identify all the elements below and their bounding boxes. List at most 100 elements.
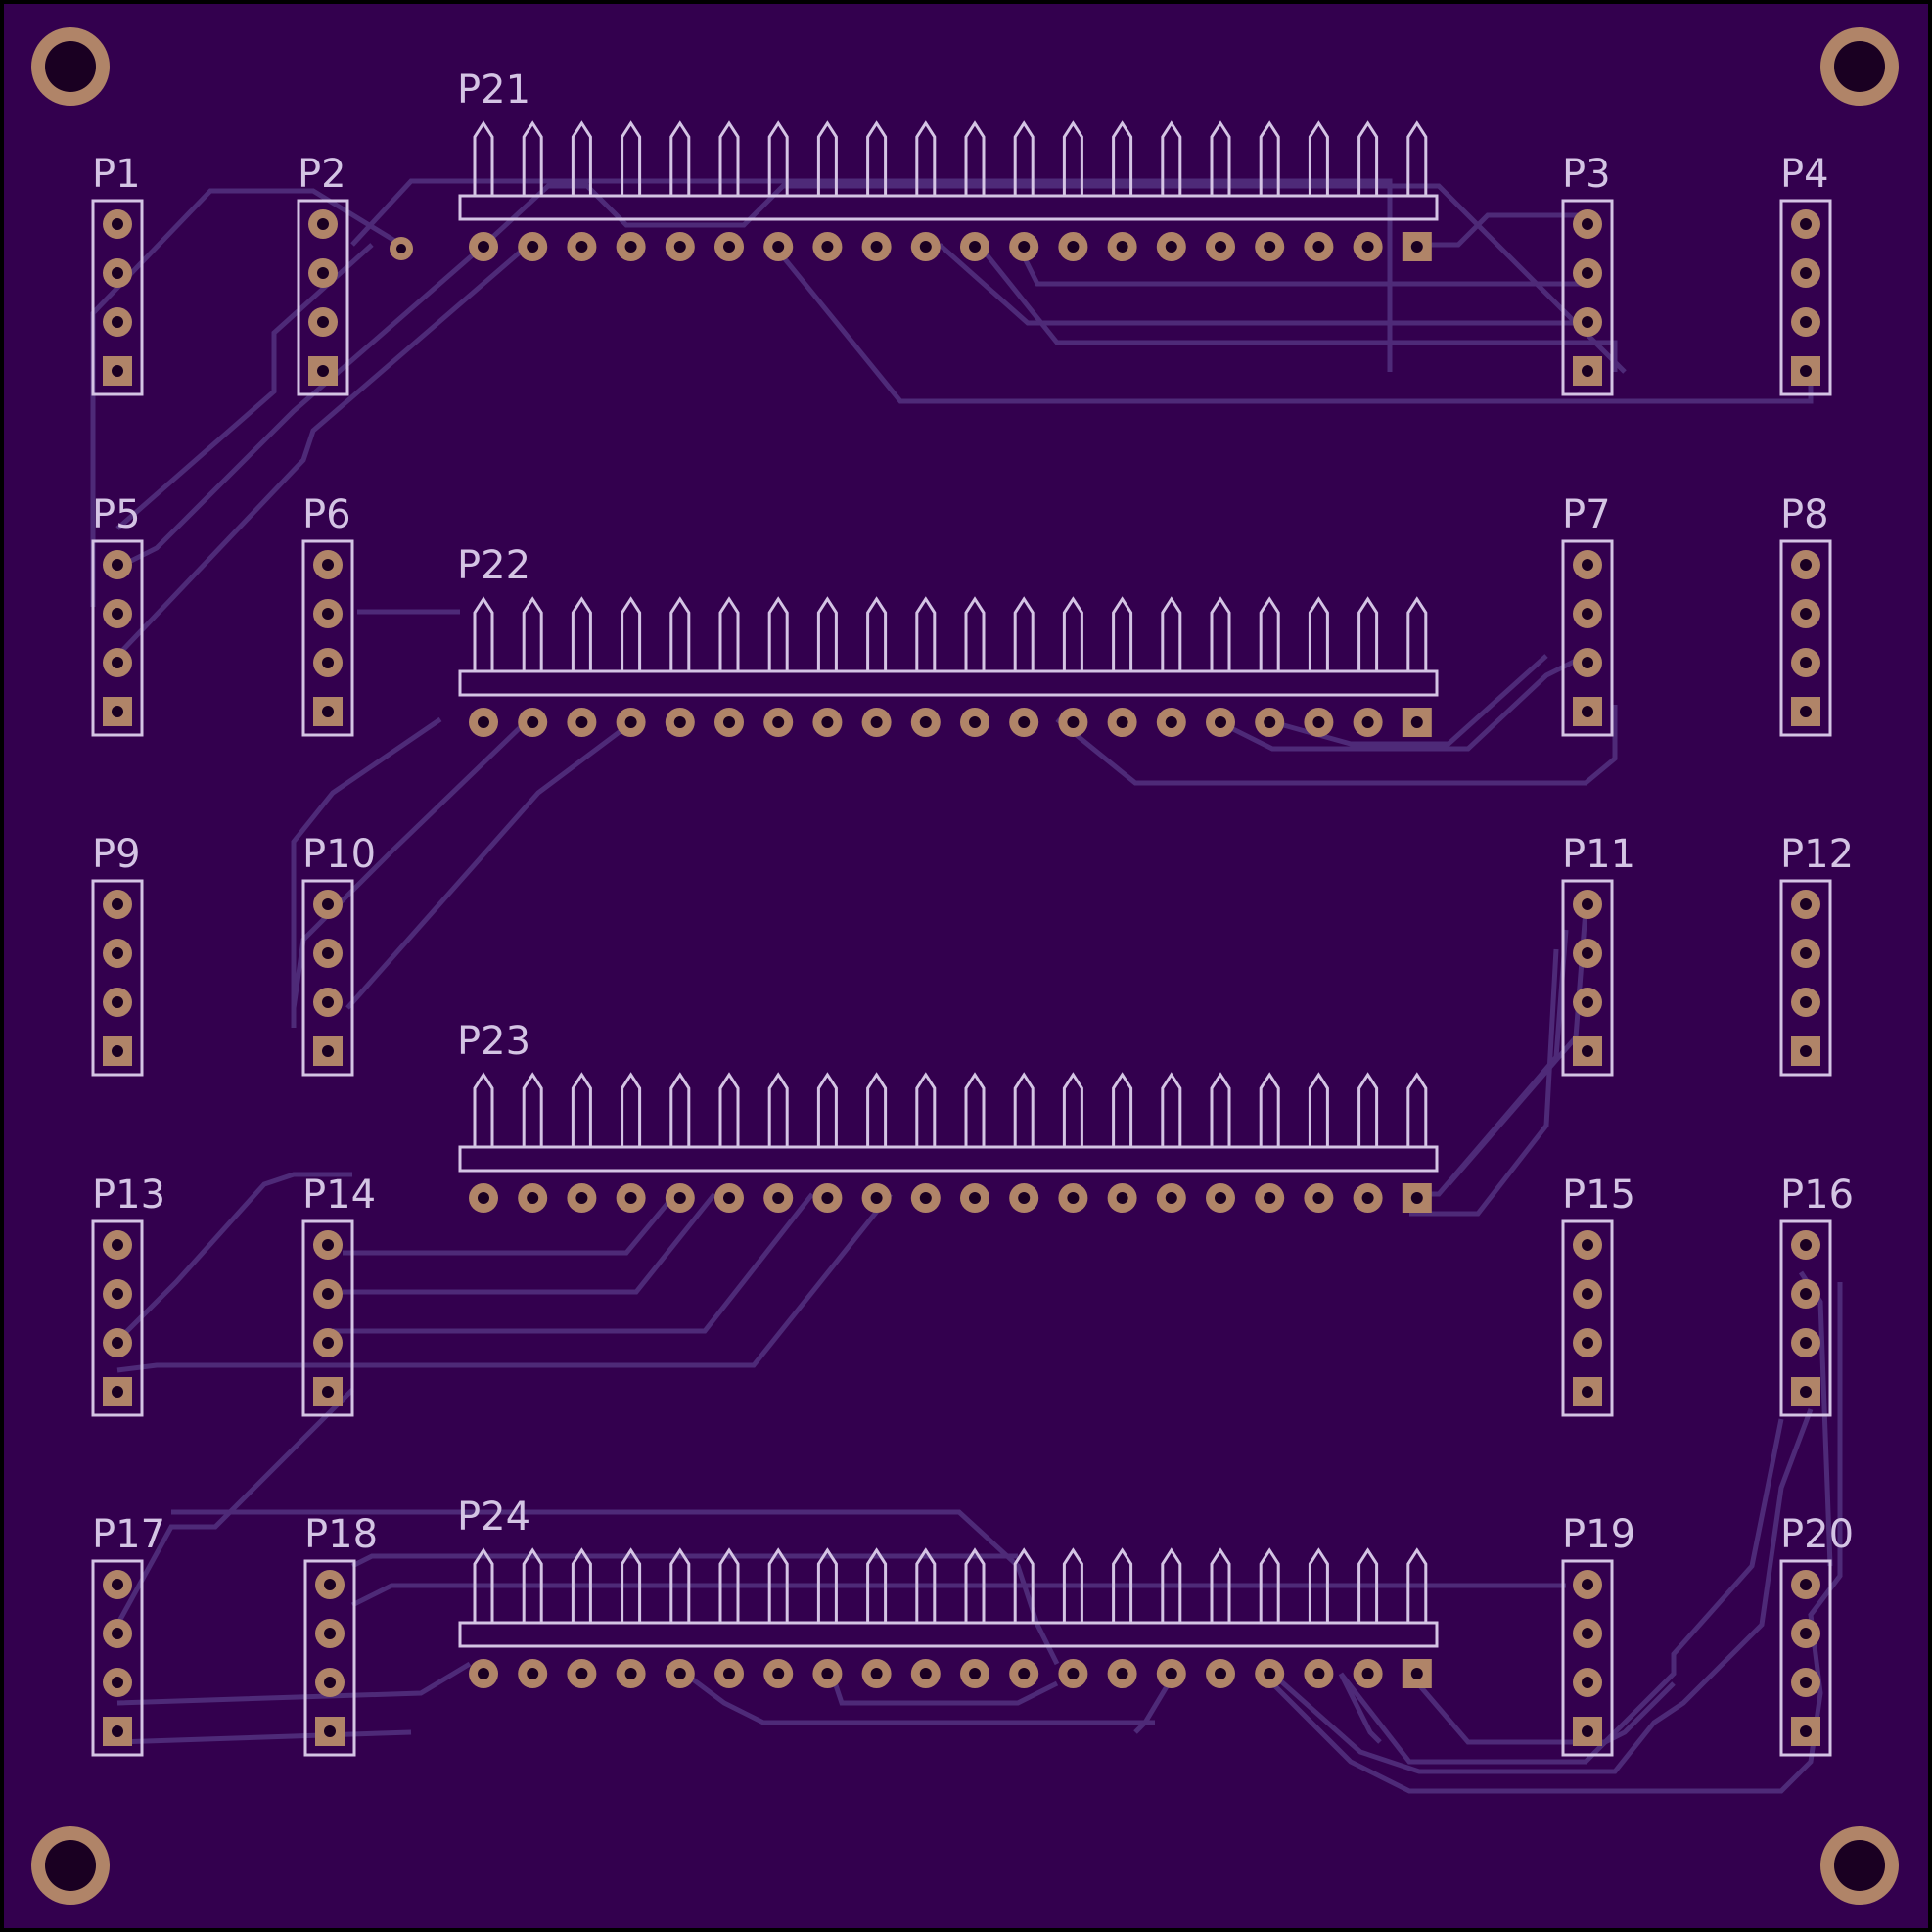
pin-outline (571, 120, 592, 196)
pad-drill (1264, 241, 1276, 253)
pad-drill (969, 241, 981, 253)
pad-drill (1582, 1288, 1593, 1300)
header-outline (301, 539, 354, 737)
pad-drill (1800, 1725, 1812, 1737)
pad-drill (870, 241, 883, 253)
pad-drill (1067, 1192, 1080, 1204)
pin-outline (1210, 1072, 1231, 1147)
pad-drill (575, 1192, 588, 1204)
pad-drill (1800, 267, 1812, 279)
pad-drill (919, 716, 932, 728)
header-outline (1561, 1559, 1614, 1757)
header-label: P23 (457, 1019, 530, 1064)
pad-drill (821, 241, 834, 253)
mounting-hole-drill (1834, 41, 1885, 92)
pin-outline (621, 1547, 642, 1623)
pad-drill (1582, 559, 1593, 571)
trace (116, 1661, 472, 1706)
header-label: P11 (1562, 832, 1635, 877)
header-outline (303, 1559, 356, 1757)
header-outline (1561, 1219, 1614, 1417)
pad-drill (1410, 1668, 1423, 1679)
pad-drill (527, 1192, 539, 1204)
pad-drill (723, 241, 735, 253)
pin-outline (1062, 596, 1083, 671)
header-label: P2 (298, 152, 346, 197)
pad-drill (1582, 1386, 1593, 1398)
pad-drill (1582, 1045, 1593, 1057)
pin-outline (718, 1072, 740, 1147)
header-p2: P2 (297, 152, 349, 396)
pad-drill (1800, 706, 1812, 717)
trace (1262, 654, 1548, 747)
pad-drill (1067, 1668, 1080, 1679)
header-outline (1561, 199, 1614, 396)
trace (345, 717, 638, 1010)
pin-outline (621, 596, 642, 671)
trace (1270, 1408, 1814, 1774)
trace (90, 188, 403, 607)
pin-outline (1308, 596, 1329, 671)
pad-drill (112, 898, 123, 910)
header-label: P16 (1780, 1173, 1854, 1218)
pad-drill (772, 1668, 785, 1679)
pad-drill (575, 716, 588, 728)
pad-drill (322, 559, 334, 571)
pad-drill (1116, 716, 1128, 728)
header-p6: P6 (301, 492, 354, 737)
pad-drill (1215, 1192, 1226, 1204)
pin-outline (1013, 596, 1035, 671)
pad-drill (112, 1288, 123, 1300)
pin-outline (522, 120, 543, 196)
pad-drill (723, 1668, 735, 1679)
header-outline (1779, 879, 1832, 1077)
pad-drill (1067, 716, 1080, 728)
pad-drill (1800, 1628, 1812, 1639)
pin-outline (816, 1547, 838, 1623)
pad-drill (1361, 241, 1374, 253)
pin-outline (473, 1547, 494, 1623)
pad-drill (322, 706, 334, 717)
trace (343, 1192, 677, 1256)
pad-drill (1582, 1579, 1593, 1590)
pad-drill (317, 316, 329, 328)
pad-drill (112, 1725, 123, 1737)
pad-drill (1800, 898, 1812, 910)
pin-outline (522, 1072, 543, 1147)
pad-drill (478, 1668, 489, 1679)
pad-drill (112, 1239, 123, 1251)
pad-drill (1800, 316, 1812, 328)
pad-drill (969, 716, 981, 728)
pad-drill (1361, 1668, 1374, 1679)
pad-drill (1067, 241, 1080, 253)
pad-drill (317, 218, 329, 230)
pad-drill (1800, 947, 1812, 959)
pad-drill (324, 1725, 336, 1737)
pad-drill (673, 1192, 686, 1204)
pad-drill (1582, 608, 1593, 620)
trace (291, 716, 442, 1028)
pad-drill (324, 1677, 336, 1688)
pin-outline (1357, 120, 1379, 196)
header-label: P15 (1562, 1173, 1635, 1218)
pad-drill (1165, 1192, 1177, 1204)
pin-outline (669, 596, 691, 671)
pad-drill (1312, 241, 1325, 253)
trace (829, 1673, 1059, 1706)
header-label: P17 (92, 1512, 165, 1557)
pin-outline (1161, 120, 1182, 196)
trace (116, 1192, 893, 1373)
pin-outline (866, 1072, 888, 1147)
header-outline (1779, 1559, 1832, 1757)
header-label: P7 (1562, 492, 1611, 537)
pad-drill (1800, 996, 1812, 1008)
header-p10: P10 (301, 832, 376, 1077)
pad-drill (575, 241, 588, 253)
pad-drill (1215, 1668, 1226, 1679)
trace (350, 1553, 1018, 1569)
pin-outline (718, 120, 740, 196)
pin-outline (1357, 596, 1379, 671)
pad-drill (1116, 1668, 1128, 1679)
pad-drill (870, 1668, 883, 1679)
